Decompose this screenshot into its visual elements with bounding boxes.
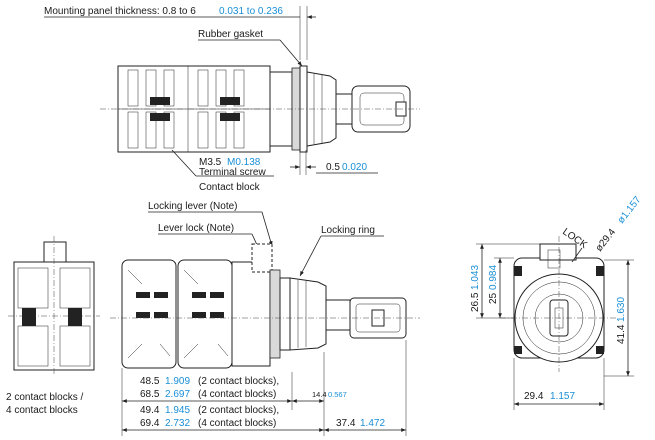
dim-41-4: 41.4 [616, 324, 627, 344]
rubber-gasket-label: Rubber gasket [198, 29, 263, 40]
terminal-screw-size: M3.5 [199, 157, 222, 168]
dim-68-5-inch: 2.697 [165, 389, 190, 400]
terminal-screw-label: Terminal screw [199, 167, 266, 178]
dim-29-4: 29.4 [524, 391, 544, 402]
dim-68-5-note: (4 contact blocks) [198, 389, 276, 400]
dim-49-4-note: (2 contact blocks), [198, 405, 279, 416]
top-side-view: Mounting panel thickness: 0.8 to 6 0.031… [44, 6, 420, 193]
locking-lever-label: Locking lever (Note) [148, 201, 237, 212]
terminal-screw-size-inch: M0.138 [227, 157, 261, 168]
dim-41-4-inch: 1.630 [616, 297, 627, 322]
dim-48-5: 48.5 [140, 376, 160, 387]
dim-37-4: 37.4 [336, 418, 356, 429]
dim-69-4-inch: 2.732 [165, 418, 190, 429]
dim-68-5: 68.5 [140, 389, 160, 400]
dim-48-5-note: (2 contact blocks), [198, 376, 279, 387]
dim-25-inch: 0.984 [488, 265, 499, 290]
dim-49-4-inch: 1.945 [165, 405, 190, 416]
diameter-label-inch: ø1.157 [616, 194, 644, 226]
dim-14-4: 14.4 [312, 390, 327, 399]
dim-29-4-inch: 1.157 [550, 391, 575, 402]
left-caption-line1: 2 contact blocks / [6, 392, 83, 403]
dim-49-4: 49.4 [140, 405, 160, 416]
panel-thickness-inch: 0.031 to 0.236 [219, 6, 283, 17]
front-view: LOCK ø29.4 ø1.157 26.5 1.043 25 0.984 41… [470, 194, 644, 410]
dim-14-4-inch: 0.567 [328, 390, 347, 399]
dim-37-4-inch: 1.472 [360, 418, 385, 429]
dim-69-4-note: (4 contact blocks) [198, 418, 276, 429]
gap-dimension: 0.5 [326, 162, 340, 173]
contact-block-label: Contact block [199, 182, 261, 193]
dim-69-4: 69.4 [140, 418, 160, 429]
locking-ring-label: Locking ring [321, 225, 375, 236]
lever-lock-label: Lever lock (Note) [158, 223, 234, 234]
dim-26-5: 26.5 [470, 292, 481, 312]
gap-dimension-inch: 0.020 [342, 162, 367, 173]
diameter-label: ø29.4 [594, 227, 619, 254]
left-caption-line2: 4 contact blocks [6, 405, 78, 416]
dim-48-5-inch: 1.909 [165, 376, 190, 387]
left-end-view: 2 contact blocks / 4 contact blocks [6, 236, 100, 416]
panel-thickness-label: Mounting panel thickness: 0.8 to 6 [44, 6, 196, 17]
dim-25: 25 [488, 292, 499, 304]
dim-26-5-inch: 1.043 [470, 265, 481, 290]
middle-side-view: Locking lever (Note) Lever lock (Note) L… [110, 201, 420, 436]
